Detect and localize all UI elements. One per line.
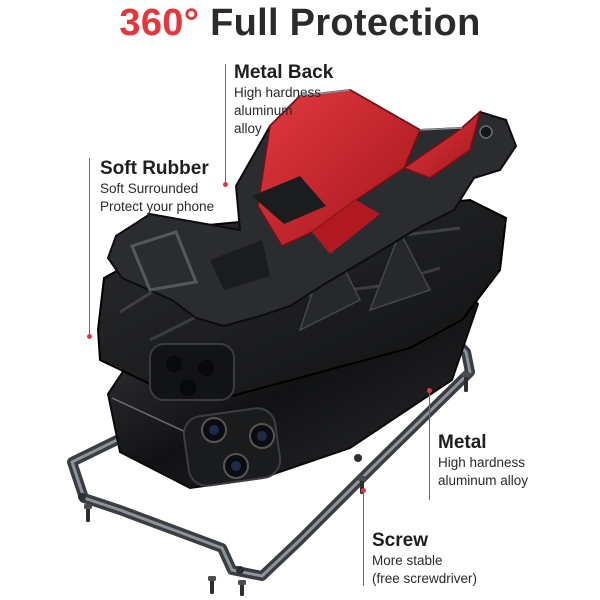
callout-metal-title: Metal bbox=[438, 432, 487, 453]
callout-metal: Metal High hardness aluminum alloy bbox=[438, 432, 528, 490]
title-accent: 360° bbox=[119, 2, 200, 44]
title-text: Full Protection bbox=[210, 2, 481, 44]
screw-pointer-dot bbox=[361, 488, 366, 493]
callout-metal-line: High hardness bbox=[438, 455, 526, 470]
soft-rubber-pointer-dot bbox=[87, 334, 92, 339]
callout-soft-rubber-line: Protect your phone bbox=[100, 199, 215, 214]
callout-screw: Screw More stable (free screwdriver) bbox=[372, 530, 477, 588]
callout-soft-rubber-title: Soft Rubber bbox=[100, 158, 209, 179]
callout-screw-line: More stable bbox=[372, 553, 443, 568]
screws bbox=[84, 372, 470, 596]
callout-metal-back-line: High hardness bbox=[234, 85, 322, 100]
callout-soft-rubber-line: Soft Surrounded bbox=[100, 181, 199, 196]
screw-pointer-line bbox=[363, 490, 364, 586]
callout-screw-title: Screw bbox=[372, 530, 428, 551]
metal-pointer-dot bbox=[427, 388, 432, 393]
callout-metal-back: Metal Back High hardness aluminum alloy bbox=[234, 62, 333, 138]
callout-metal-back-line: aluminum bbox=[234, 103, 293, 118]
callout-metal-back-line: alloy bbox=[234, 121, 262, 136]
callout-screw-line: (free screwdriver) bbox=[372, 571, 478, 586]
callout-metal-back-title: Metal Back bbox=[234, 62, 334, 83]
soft-rubber-pointer-line bbox=[89, 158, 90, 336]
callout-metal-line: aluminum alloy bbox=[438, 473, 529, 488]
metal-back-plate bbox=[106, 88, 518, 328]
metal-back-pointer-dot bbox=[223, 182, 228, 187]
callout-soft-rubber: Soft Rubber Soft Surrounded Protect your… bbox=[100, 158, 214, 216]
metal-pointer-line bbox=[429, 390, 430, 500]
metal-back-pointer-line bbox=[225, 64, 226, 184]
page-title: 360° Full Protection bbox=[0, 2, 600, 45]
